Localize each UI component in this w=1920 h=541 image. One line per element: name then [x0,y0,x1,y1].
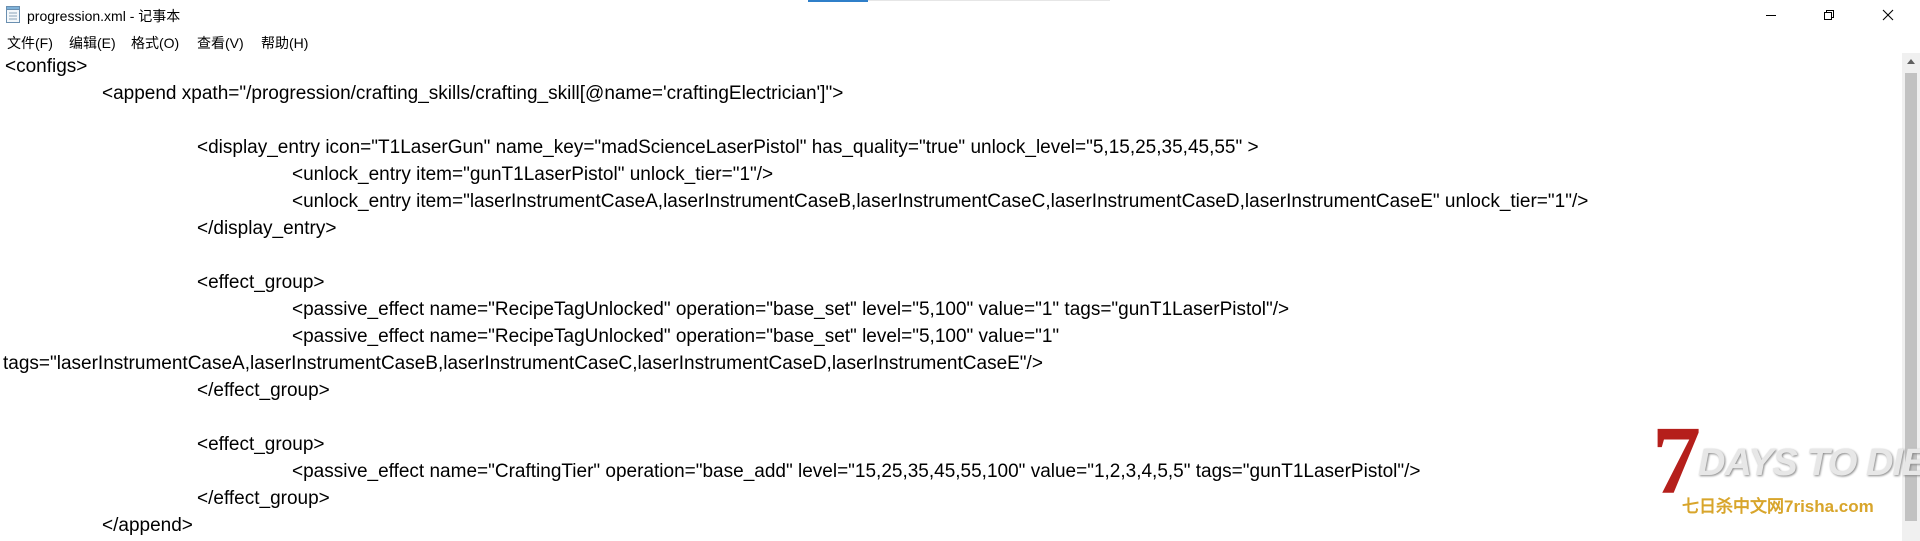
scrollbar-thumb[interactable] [1905,73,1917,521]
editor-line-10: <passive_effect name="RecipeTagUnlocked"… [292,299,1290,320]
editor-line-4: <display_entry icon="T1LaserGun" name_ke… [197,137,1259,158]
site-watermark-logo: 7 DAYS TO DIE 七日杀中文网7risha.com [1652,412,1920,536]
scroll-up-button[interactable] [1902,53,1920,71]
text-editor[interactable]: <configs> <append xpath="/progression/cr… [0,53,1902,541]
menu-format[interactable]: 格式(O) [131,35,180,51]
menu-edit[interactable]: 编辑(E) [69,35,116,51]
minimize-button[interactable] [1748,0,1794,29]
editor-line-15: <effect_group> [197,434,325,455]
watermark-seven: 7 [1652,407,1701,515]
restore-icon [1824,9,1834,20]
editor-line-12: tags="laserInstrumentCaseA,laserInstrume… [3,353,1043,374]
maximize-button[interactable] [1806,0,1852,29]
chevron-up-icon [1907,59,1915,64]
editor-line-1: <configs> [5,56,88,77]
close-icon [1882,9,1894,20]
notepad-icon [6,6,20,23]
editor-line-17: </effect_group> [197,488,330,509]
watermark-title: DAYS TO DIE [1698,442,1920,484]
minimize-icon [1766,14,1776,16]
menu-help[interactable]: 帮助(H) [261,35,309,51]
editor-line-2: <append xpath="/progression/crafting_ski… [102,83,844,104]
editor-line-9: <effect_group> [197,272,325,293]
title-accent-line [868,0,1110,1]
watermark-subtitle: 七日杀中文网7risha.com [1682,497,1874,516]
title-bar[interactable]: progression.xml - 记事本 [0,0,1920,29]
editor-line-6: <unlock_entry item="laserInstrumentCaseA… [292,191,1589,212]
title-accent-bar [808,0,868,2]
menu-view[interactable]: 查看(V) [197,35,244,51]
vertical-scrollbar[interactable] [1902,53,1920,541]
editor-line-16: <passive_effect name="CraftingTier" oper… [292,461,1421,482]
editor-line-5: <unlock_entry item="gunT1LaserPistol" un… [292,164,774,185]
menu-bar: 文件(F) 编辑(E) 格式(O) 查看(V) 帮助(H) [0,29,1920,53]
editor-line-11: <passive_effect name="RecipeTagUnlocked"… [292,326,1060,347]
window-title: progression.xml - 记事本 [27,8,181,24]
editor-line-13: </effect_group> [197,380,330,401]
menu-file[interactable]: 文件(F) [7,35,53,51]
editor-line-7: </display_entry> [197,218,337,239]
editor-line-18: </append> [102,515,193,536]
close-button[interactable] [1865,0,1911,29]
